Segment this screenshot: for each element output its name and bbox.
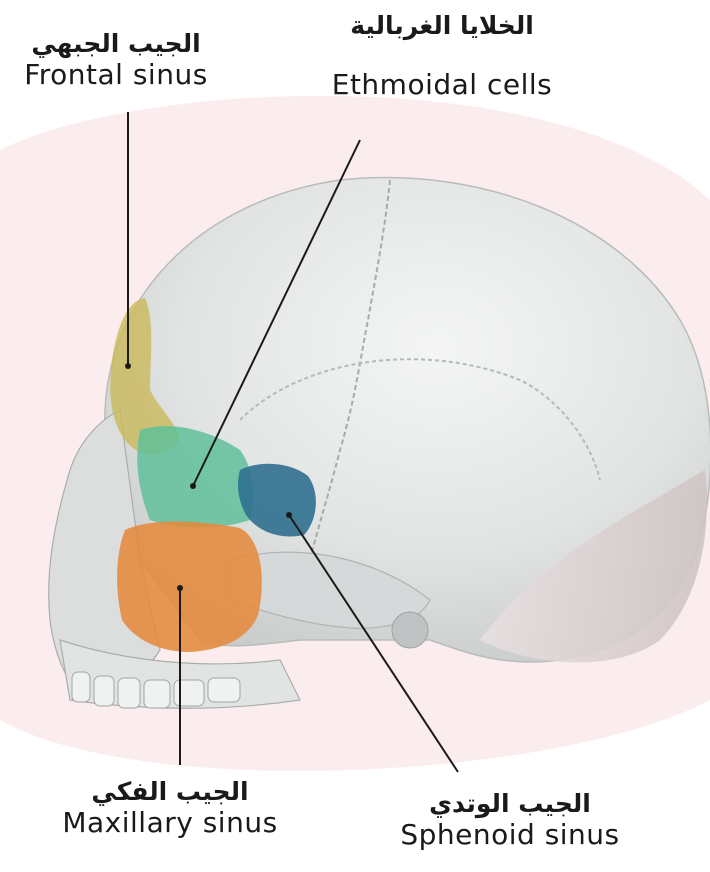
ethmoidal-cells-label: الخلايا الغربالية Ethmoidal cells	[282, 12, 602, 101]
ethmoidal-cells-arabic: الخلايا الغربالية	[282, 12, 602, 41]
maxillary-sinus-region	[117, 522, 262, 653]
sphenoid-sinus-arabic: الجيب الوتدي	[360, 790, 660, 819]
ear-canal	[392, 612, 428, 648]
sphenoid-sinus-english: Sphenoid sinus	[360, 819, 660, 851]
maxillary-sinus-english: Maxillary sinus	[20, 807, 320, 839]
frontal-sinus-arabic: الجيب الجبهي	[0, 30, 232, 59]
frontal-sinus-english: Frontal sinus	[0, 59, 232, 91]
sphenoid-sinus-label: الجيب الوتدي Sphenoid sinus	[360, 790, 660, 851]
frontal-sinus-label: الجيب الجبهي Frontal sinus	[0, 30, 232, 91]
maxillary-sinus-label: الجيب الفكي Maxillary sinus	[20, 778, 320, 839]
maxillary-sinus-arabic: الجيب الفكي	[20, 778, 320, 807]
ethmoidal-cells-english: Ethmoidal cells	[282, 69, 602, 101]
